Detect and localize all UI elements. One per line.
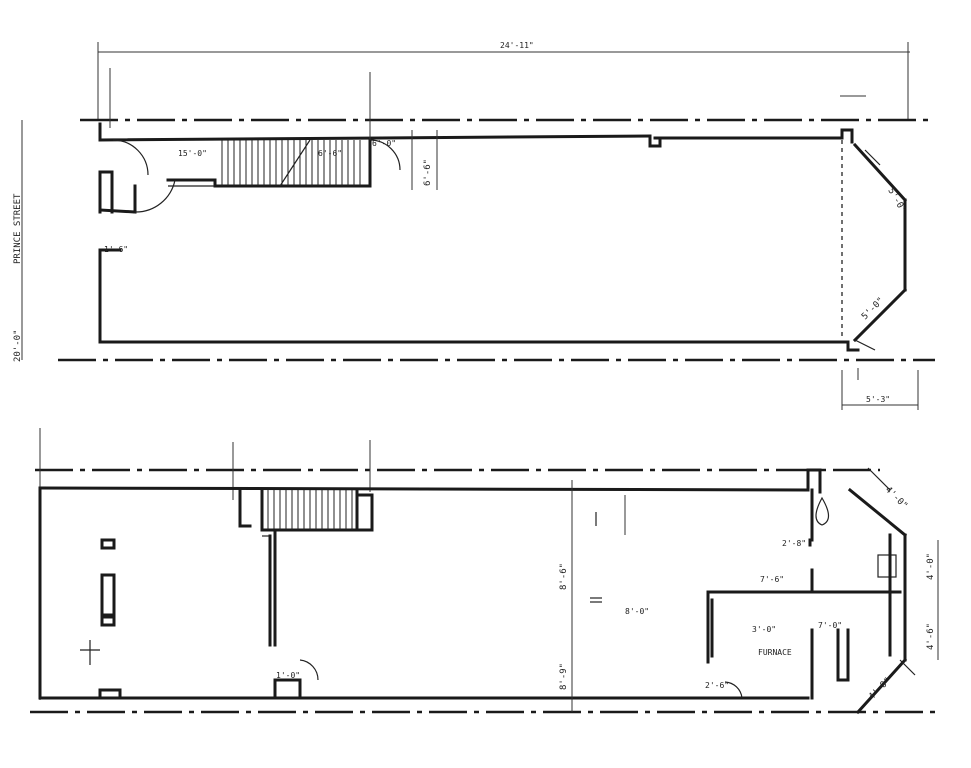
left-vertical-dim: 8'-9" xyxy=(559,663,569,690)
room-dim-b: 3'-0" xyxy=(752,625,776,634)
center-vertical-dim: 8'-6" xyxy=(559,563,569,590)
toilet-fixture xyxy=(815,496,830,526)
small-dim-left: 1'-6" xyxy=(104,245,128,254)
column xyxy=(100,573,116,617)
overall-width-label: 24'-11" xyxy=(500,41,534,50)
column xyxy=(100,538,116,550)
lower-floor-plan: 8'-6" 8'-9" 8'-0" 7'-6" 3'-0" FURNACE 7'… xyxy=(30,428,939,715)
entry-door-swing xyxy=(112,139,149,176)
bay-dim-lower-b: 4'-0" xyxy=(867,676,893,702)
small-dim: 1'-0" xyxy=(276,671,300,680)
stair-dim-right: 6'-6" xyxy=(318,149,342,158)
room-dim-top: 6'-0" xyxy=(372,139,396,148)
stair-dim-left: 15'-0" xyxy=(178,149,207,158)
furnace-note: FURNACE xyxy=(758,648,792,657)
street-name-label: PRINCE STREET xyxy=(13,193,23,264)
door-dim-2: 2'-6" xyxy=(705,681,729,690)
upper-stair xyxy=(166,138,372,188)
door-swing xyxy=(724,681,743,699)
room-dim-a: 7'-6" xyxy=(760,575,784,584)
upper-floor-plan: 24'-11" xyxy=(13,41,935,410)
column xyxy=(100,615,116,627)
bay-width-label: 5'-3" xyxy=(866,395,890,404)
lower-stair xyxy=(238,488,374,647)
door-dim: 2'-8" xyxy=(782,539,806,548)
vertical-dim-top: 6'-6" xyxy=(423,159,433,186)
door-swing xyxy=(369,139,401,171)
bay-dim-lower-a: 4'-0" xyxy=(883,485,909,511)
bay-dim-b: 5'-0" xyxy=(860,296,886,322)
fixture xyxy=(877,554,897,578)
vertical-dim-1: 4'-0" xyxy=(926,553,936,580)
vertical-dim-2: 4'-6" xyxy=(926,623,936,650)
street-depth-label: 20'-0" xyxy=(13,329,23,362)
center-room-label: 8'-0" xyxy=(625,607,649,616)
room-dim-c: 7'-0" xyxy=(818,621,842,630)
door-swing xyxy=(299,659,319,681)
